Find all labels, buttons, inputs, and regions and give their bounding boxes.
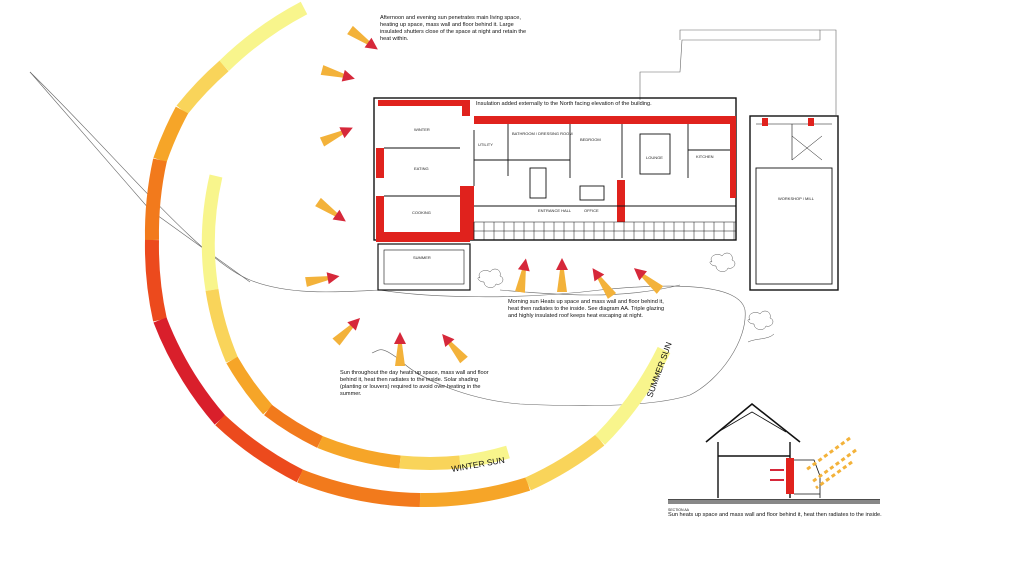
sun-ray-arrow: [346, 25, 382, 55]
sun-ray-arrow: [556, 258, 568, 292]
section-title: SECTION AA: [668, 508, 690, 512]
sun-ray-arrow: [331, 313, 365, 347]
morning-sun-note: Morning sun Heats up space and mass wall…: [508, 299, 665, 319]
landscape-trees: [477, 252, 775, 343]
insulated-wall: [378, 100, 470, 116]
room-label-kitchen: KITCHEN: [696, 154, 714, 159]
room-label-summer: SUMMER: [413, 255, 431, 260]
sun-ray-arrow: [320, 64, 357, 85]
sun-ray-arrow: [630, 263, 664, 295]
glazing-mullions: [473, 222, 735, 240]
section-caption: Sun heats up space and mass wall and flo…: [668, 512, 882, 518]
room-label-utility: UTILITY: [478, 142, 493, 147]
workshop-plan: WORKSHOP / MILL: [749, 115, 839, 291]
room-label-lounge: LOUNGE: [646, 155, 663, 160]
sun-ray-arrow: [514, 257, 532, 294]
insulation-note: Insulation added externally to the North…: [476, 101, 652, 107]
sun-ray-arrow: [394, 332, 406, 366]
sun-ray-arrow: [587, 264, 617, 300]
room-label-bathroom: BATHROOM / DRESSING ROOM: [512, 131, 573, 136]
room-label-eating: EATING: [414, 166, 429, 171]
summer-sun-arc: [144, 1, 671, 508]
room-label-cooking: COOKING: [412, 210, 431, 215]
room-label-winter: WINTER: [414, 127, 430, 132]
section-sun-rays: [805, 436, 857, 490]
room-label-office: OFFICE: [584, 208, 599, 213]
afternoon-sun-note: Afternoon and evening sun penetrates mai…: [380, 15, 527, 42]
section-aa-diagram: [668, 402, 880, 504]
sun-ray-arrow: [314, 197, 350, 227]
room-label-workshop: WORKSHOP / MILL: [778, 196, 815, 201]
room-label-entrance-hall: ENTRANCE HALL: [538, 208, 572, 213]
winter-sun-arc: [201, 174, 510, 470]
daytime-sun-note: Sun throughout the day heats up space, m…: [340, 370, 489, 397]
sun-ray-arrow: [304, 270, 341, 288]
sun-ray-arrow: [319, 122, 356, 148]
room-label-bedroom: BEDROOM: [580, 137, 601, 142]
house-floor-plan: WINTER EATING COOKING SUMMER UTILITY BAT…: [373, 97, 737, 291]
sun-ray-arrow: [437, 330, 469, 364]
